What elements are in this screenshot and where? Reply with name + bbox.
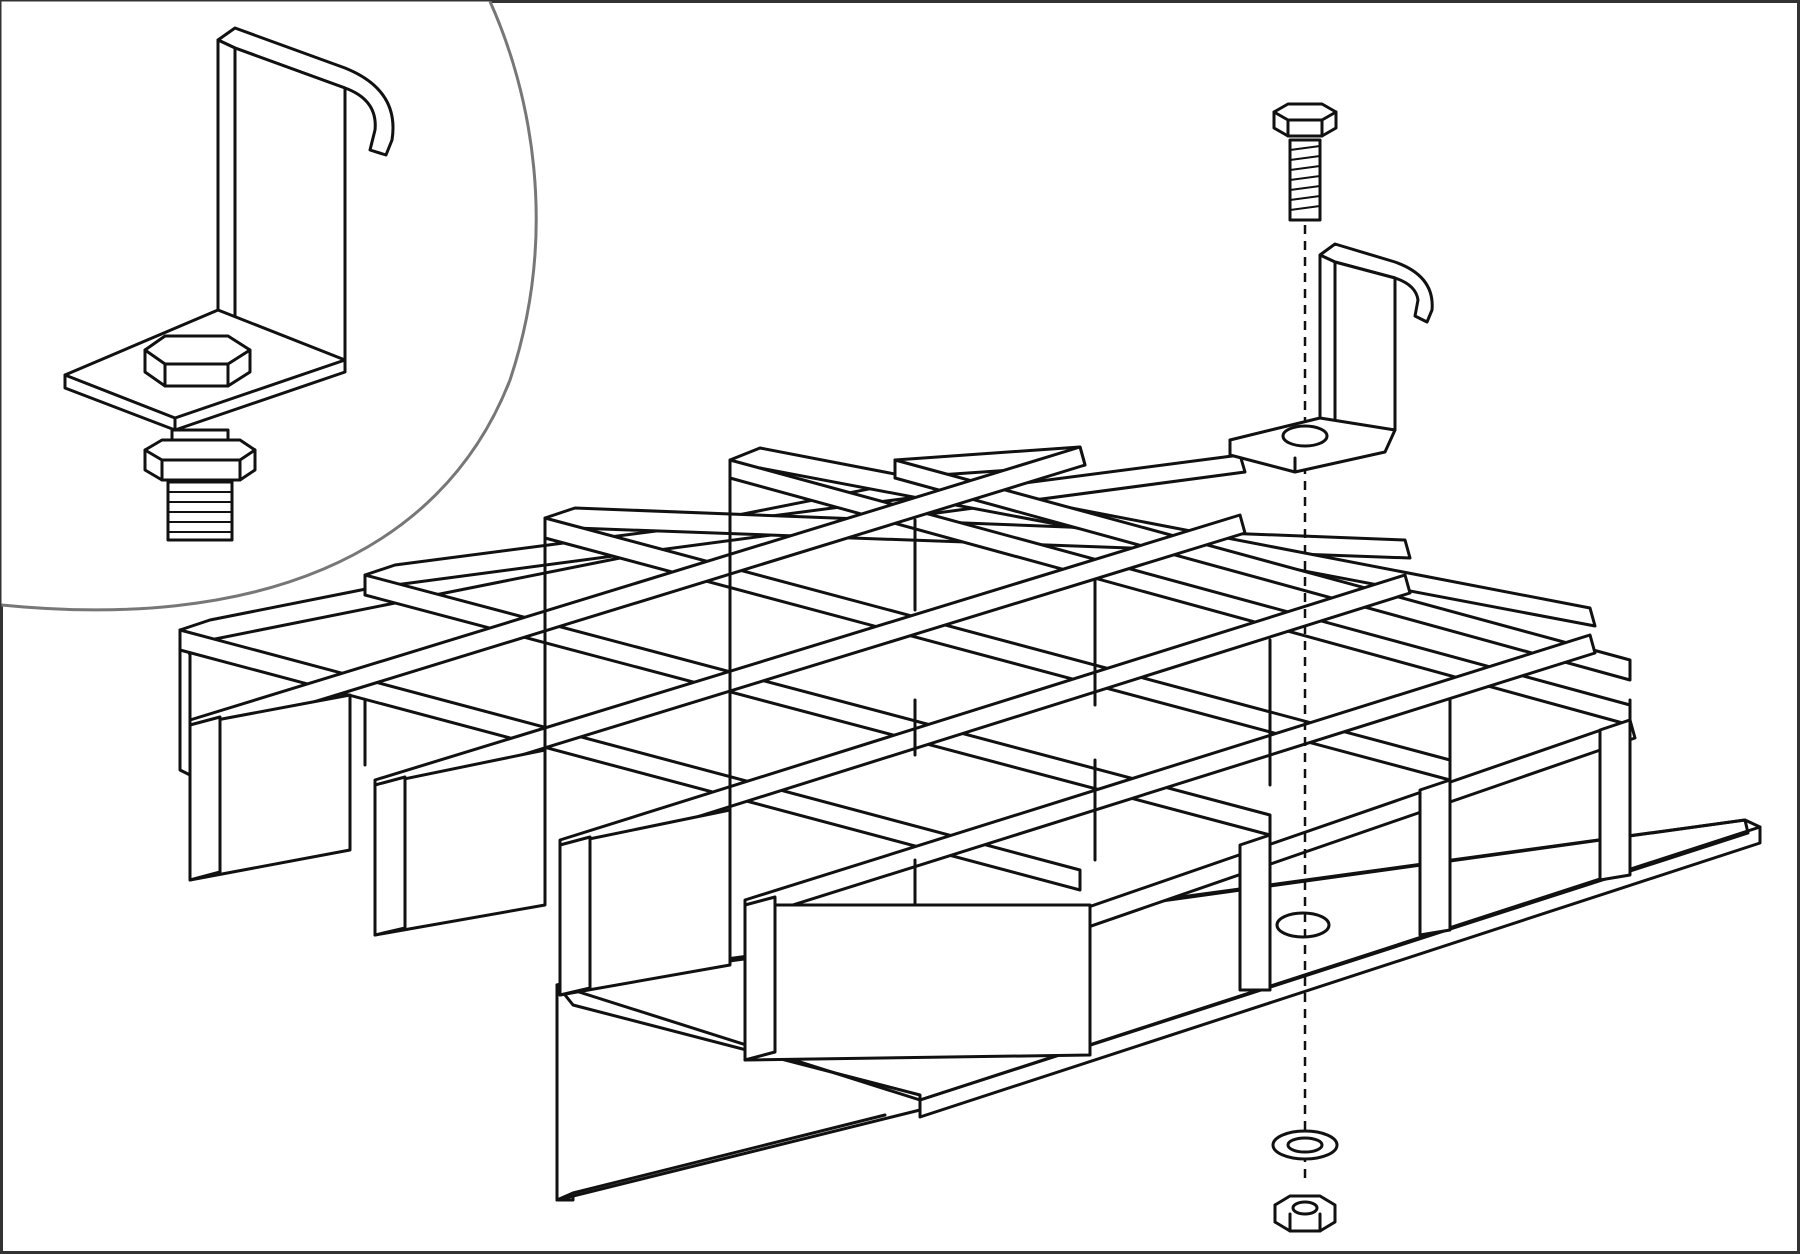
inset-bolt-assembly [143,334,257,542]
grating-front-bars [188,693,1632,1062]
washer [1271,1129,1339,1161]
exploded-fasteners [1228,102,1434,1233]
hex-bolt [1272,102,1338,222]
grating-assembly [178,445,1762,1202]
grating-lattice [178,445,1637,982]
hex-nut [1273,1194,1337,1233]
mounting-hole [1275,911,1331,939]
inset-circle-outline [1,0,538,612]
detail-inset [1,0,538,612]
hold-down-clip [1228,242,1434,474]
